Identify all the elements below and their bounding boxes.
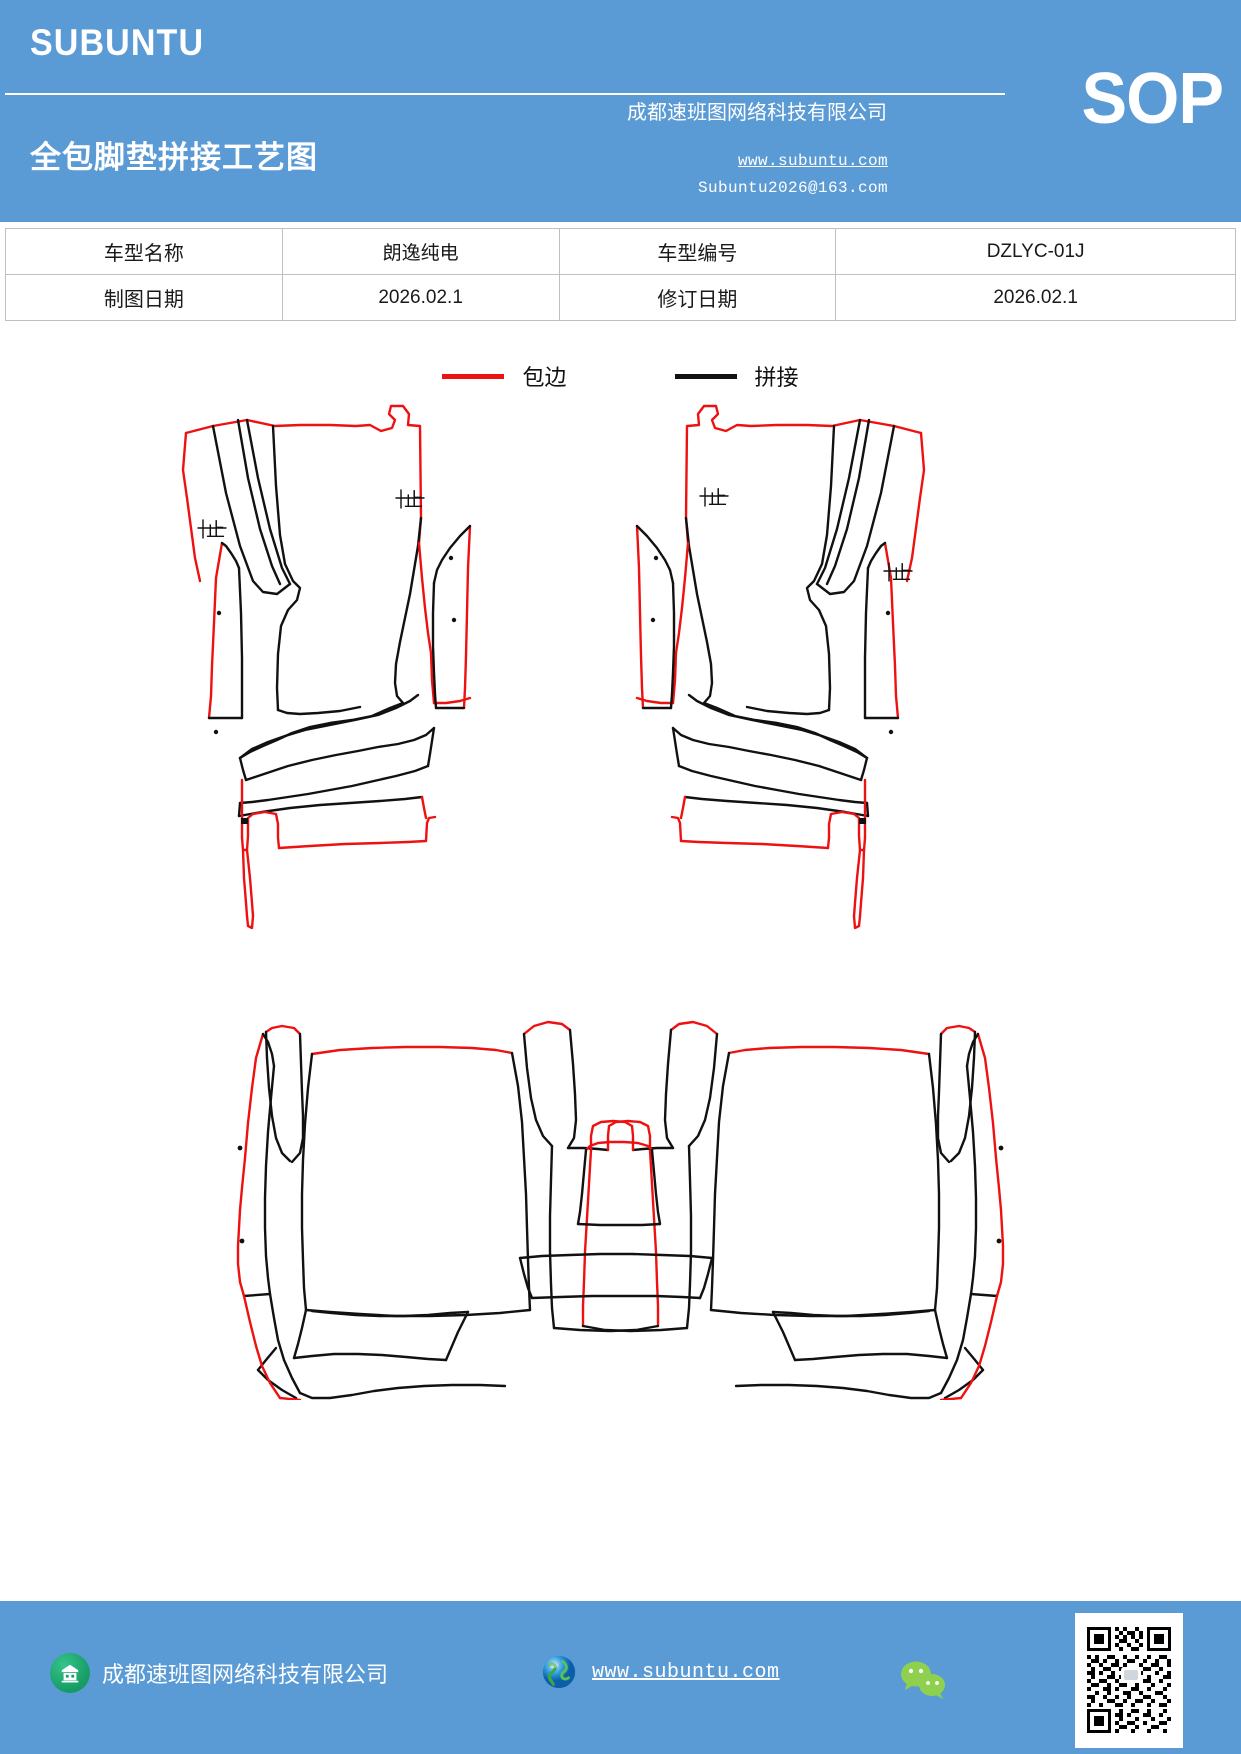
header-divider: [5, 93, 1005, 95]
bank-building-icon: [50, 1653, 90, 1693]
mat-technical-drawing: 止 止: [0, 398, 1241, 1400]
qr-code: [1075, 1613, 1183, 1748]
rear-right-half: [581, 1020, 1005, 1400]
page-footer: 成都速班图网络科技有限公司: [0, 1601, 1241, 1754]
table-row: 制图日期 2026.02.1 修订日期 2026.02.1: [5, 274, 1236, 321]
label-model-name: 车型名称: [5, 228, 283, 275]
header-company-name: 成都速班图网络科技有限公司: [627, 102, 887, 124]
front-right-stop-marks: 止 止: [699, 487, 913, 584]
value-revision-date: 2026.02.1: [835, 274, 1236, 321]
brand-logo: SUBUNTU: [30, 22, 205, 63]
header-email[interactable]: Subuntu2026@163.com: [697, 179, 888, 197]
legend-label-seam: 拼接: [754, 365, 799, 390]
stop-mark-label: 止: [206, 519, 225, 541]
rear-center-lower-strip: [518, 1252, 714, 1300]
rear-left-half: [236, 1020, 660, 1400]
legend-item-seam: 拼接: [674, 360, 799, 392]
legend-label-binding: 包边: [522, 365, 567, 390]
front-right-mat: [635, 404, 926, 930]
page-header: SUBUNTU 全包脚垫拼接工艺图 成都速班图网络科技有限公司 www.subu…: [0, 0, 1241, 222]
stop-mark-label: 止: [708, 487, 727, 509]
stop-mark-label: 止: [892, 562, 911, 584]
rear-mat-assembly: [236, 1020, 1005, 1400]
front-left-mat: 止 止: [181, 404, 472, 930]
black-line-swatch-icon: [674, 373, 737, 379]
legend: 包边 拼接: [0, 360, 1241, 392]
value-model-name: 朗逸纯电: [281, 228, 560, 275]
label-revision-date: 修订日期: [558, 274, 837, 321]
sop-badge: SOP: [1081, 59, 1224, 139]
label-draw-date: 制图日期: [5, 274, 283, 321]
value-draw-date: 2026.02.1: [281, 274, 560, 321]
footer-company-block: 成都速班图网络科技有限公司: [50, 1653, 388, 1693]
drawing-canvas: 止 止: [181, 404, 1005, 1400]
rear-center-tunnel-piece: [576, 1140, 662, 1227]
stop-mark-label: 止: [404, 489, 423, 511]
footer-company-name: 成都速班图网络科技有限公司: [102, 1662, 389, 1687]
label-model-code: 车型编号: [558, 228, 837, 275]
header-website-link[interactable]: www.subuntu.com: [737, 152, 888, 170]
value-model-code: DZLYC-01J: [835, 228, 1236, 275]
vehicle-info-table: 车型名称 朗逸纯电 车型编号 DZLYC-01J 制图日期 2026.02.1 …: [5, 228, 1236, 321]
wechat-icon: [898, 1659, 950, 1701]
footer-website-link[interactable]: www.subuntu.com: [592, 1660, 780, 1684]
table-row: 车型名称 朗逸纯电 车型编号 DZLYC-01J: [5, 228, 1236, 275]
red-line-swatch-icon: [442, 373, 505, 379]
legend-item-binding: 包边: [442, 360, 567, 392]
globe-icon: [540, 1653, 578, 1691]
page-title: 全包脚垫拼接工艺图: [30, 140, 318, 175]
footer-site-block: www.subuntu.com: [540, 1653, 780, 1691]
